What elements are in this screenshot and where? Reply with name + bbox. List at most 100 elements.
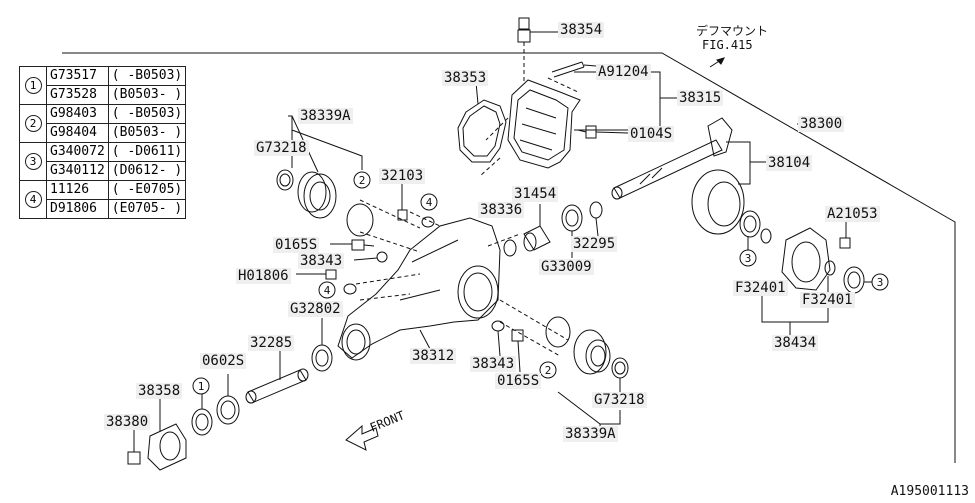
label-0165S-left[interactable]: 0165S	[273, 237, 320, 253]
front-label: FRONT	[368, 408, 407, 435]
part-38339A-top-bearing	[297, 171, 337, 219]
part-G73218-top-seal	[276, 169, 294, 191]
part-32295-shim	[589, 201, 603, 237]
part-A91204-stud	[551, 61, 597, 78]
label-F32401-b[interactable]: F32401	[800, 292, 855, 308]
label-0602S[interactable]: 0602S	[200, 353, 247, 369]
label-38343-left[interactable]: 38343	[298, 253, 345, 269]
callout-1: 1	[198, 380, 205, 393]
part-H01806-plug	[296, 269, 337, 280]
fig-reference[interactable]: デフマウント FIG.415	[696, 24, 768, 52]
label-38358[interactable]: 38358	[136, 383, 183, 399]
part-G73218-bot-seal	[611, 357, 629, 398]
part-38339A-shim-top	[346, 203, 374, 237]
label-G33009[interactable]: G33009	[539, 259, 594, 275]
label-38300[interactable]: 38300	[798, 116, 845, 132]
callout-3-left: 3	[745, 252, 752, 265]
legend-part: D91806	[46, 199, 109, 219]
legend-range: ( -D0611)	[107, 142, 187, 162]
label-38104[interactable]: 38104	[766, 155, 813, 171]
part-38339A-shim-bot	[545, 316, 571, 348]
part-38312-diff-carrier	[337, 217, 501, 365]
callout-3-right: 3	[877, 276, 884, 289]
legend-part: G73517	[46, 66, 109, 86]
part-38343-washer-bot	[491, 320, 505, 357]
label-38339A-top[interactable]: 38339A	[298, 108, 353, 124]
diagram-code: A195001113	[890, 484, 969, 499]
part-32285-spacer	[245, 350, 309, 404]
callout-4-top: 4	[426, 196, 433, 209]
legend-range: ( -E0705)	[107, 180, 187, 200]
legend-part: 11126	[46, 180, 109, 200]
callout-4-left: 4	[324, 284, 331, 297]
part-A21053-bolt	[839, 220, 851, 249]
legend-row: D91806 (E0705- )	[20, 199, 187, 219]
parts-legend-table: 1 G73517 ( -B0503) G73528 (B0503- ) 2 G9…	[19, 66, 187, 219]
label-38336[interactable]: 38336	[478, 202, 525, 218]
part-4-washer-left	[343, 283, 357, 295]
part-G32802-bearing	[311, 318, 333, 372]
part-38434-diff-case	[781, 227, 831, 291]
label-32103[interactable]: 32103	[379, 168, 426, 184]
label-38380[interactable]: 38380	[104, 414, 151, 430]
legend-range: ( -B0503)	[107, 104, 187, 124]
part-38339A-bot-bearing	[573, 329, 611, 375]
label-38312[interactable]: 38312	[410, 348, 457, 364]
part-0104S-bolt	[577, 125, 629, 139]
part-38354-plug	[517, 17, 558, 43]
legend-num: 4	[24, 190, 42, 208]
label-0165S-bot[interactable]: 0165S	[495, 373, 542, 389]
legend-part: G98403	[46, 104, 109, 124]
label-G32802[interactable]: G32802	[288, 301, 343, 317]
part-31454-collapsible-spacer	[523, 204, 551, 252]
label-A21053[interactable]: A21053	[825, 206, 880, 222]
legend-row: 3 G340072 ( -D0611)	[19, 142, 187, 181]
label-32285[interactable]: 32285	[248, 335, 295, 351]
front-arrow	[345, 424, 379, 451]
label-38354[interactable]: 38354	[558, 22, 605, 38]
legend-range: (B0503- )	[107, 123, 187, 143]
label-G73218-top[interactable]: G73218	[254, 140, 309, 156]
label-H01806[interactable]: H01806	[236, 268, 291, 284]
legend-range: ( -B0503)	[107, 66, 187, 86]
legend-num: 1	[24, 76, 42, 94]
part-F32401-snap-ring-a	[760, 228, 791, 340]
label-A91204[interactable]: A91204	[596, 64, 651, 80]
legend-row: 1 G73517 ( -B0503)	[19, 66, 187, 105]
callout-2-top: 2	[359, 174, 366, 187]
part-3-bearing-left	[739, 210, 761, 250]
legend-num: 3	[24, 152, 42, 170]
part-1-oil-seal	[191, 394, 213, 436]
legend-num: 2	[24, 114, 42, 132]
part-32103-plug	[397, 184, 408, 221]
part-0165S-bolt-left	[330, 239, 375, 251]
label-38315[interactable]: 38315	[677, 90, 724, 106]
part-F32401-snap-ring-b	[790, 260, 836, 323]
legend-part: G73528	[46, 85, 109, 105]
part-38104-drive-pinion	[611, 117, 733, 200]
label-32295[interactable]: 32295	[571, 236, 618, 252]
label-38343-bot[interactable]: 38343	[470, 356, 517, 372]
label-F32401-a[interactable]: F32401	[733, 280, 788, 296]
label-38339A-bot[interactable]: 38339A	[563, 426, 618, 442]
callout-2-bot: 2	[545, 364, 552, 377]
part-0602S-bearing	[216, 374, 240, 425]
part-38315-rear-cover	[507, 79, 581, 169]
fig-ref-number: FIG.415	[702, 38, 753, 52]
label-G73218-bot[interactable]: G73218	[592, 392, 647, 408]
label-31454[interactable]: 31454	[512, 186, 559, 202]
assembly-frame-line	[62, 52, 956, 463]
label-38434[interactable]: 38434	[772, 335, 819, 351]
label-38353[interactable]: 38353	[442, 70, 489, 86]
part-0165S-bolt-bot	[511, 329, 524, 373]
part-38343-washer-left	[353, 251, 388, 263]
legend-range: (E0705- )	[107, 199, 187, 219]
label-0104S[interactable]: 0104S	[628, 126, 675, 142]
part-38358-flange	[147, 398, 187, 471]
part-38353-gasket	[457, 81, 507, 163]
legend-part: G340112	[46, 161, 109, 181]
part-3-bearing-right	[843, 266, 872, 294]
part-38336-washer	[503, 239, 517, 257]
legend-row: G340112 (D0612- )	[20, 161, 187, 181]
